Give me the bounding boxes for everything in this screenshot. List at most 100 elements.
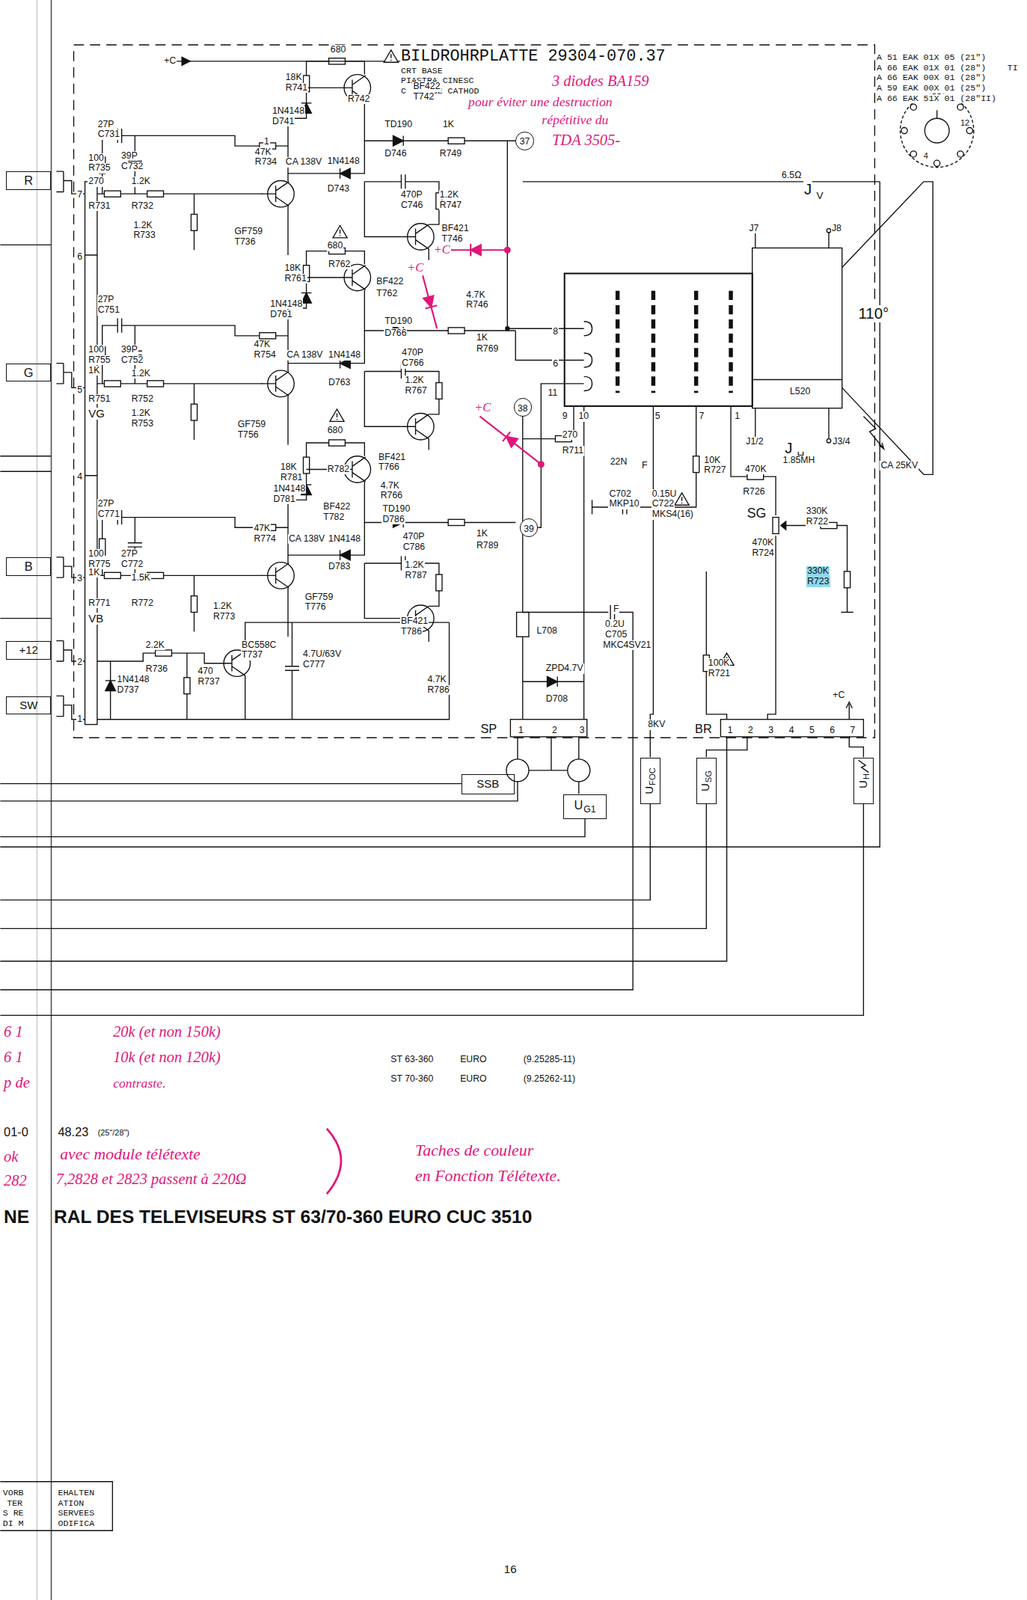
connector-box: SW xyxy=(5,696,51,716)
circle-symbol xyxy=(567,759,591,782)
component-label: T742 xyxy=(412,92,435,103)
component-label: D737 xyxy=(116,685,140,696)
component-label: BC558C xyxy=(240,640,277,651)
component-label: CA 138V xyxy=(287,534,326,545)
component-label: R762 xyxy=(327,259,351,271)
component-label: C772 xyxy=(120,559,144,570)
component-label: C751 xyxy=(97,305,121,316)
node-subscript: FOC xyxy=(647,767,657,786)
component-label: 7 xyxy=(76,189,84,201)
component-label: 680 xyxy=(326,240,344,252)
circle-symbol xyxy=(910,103,917,110)
component-label: ST 63-360 xyxy=(389,1054,434,1066)
handwritten-note: 7,2828 et 2823 passent à 220Ω xyxy=(55,1170,248,1188)
component-symbol xyxy=(184,677,190,695)
handwritten-note: pour éviter une destruction xyxy=(467,94,614,110)
circle-symbol xyxy=(506,759,529,782)
circle-symbol xyxy=(505,326,510,331)
component-label: (9.25285-11) xyxy=(522,1054,576,1066)
handwritten-note: 6 1 xyxy=(2,1048,24,1066)
component-label: TD190 xyxy=(383,119,413,131)
node-label: U xyxy=(855,780,869,789)
component-label: 6.5Ω xyxy=(780,170,802,182)
node-label: +12 xyxy=(18,643,38,656)
outline-shape xyxy=(74,44,876,738)
node-label: R xyxy=(23,173,33,187)
component-label: MKC4SV21 xyxy=(602,640,652,651)
component-label: R741 xyxy=(284,83,309,94)
print-text: VORB xyxy=(2,1488,25,1499)
component-symbol xyxy=(843,571,850,588)
circle-symbol xyxy=(826,228,831,233)
print-text: A 66 EAK 01X 01 (28") xyxy=(875,63,987,74)
component-label: 2.2K xyxy=(145,640,166,651)
handwritten-note: 6 1 xyxy=(2,1023,24,1041)
component-label: 470P xyxy=(402,531,426,543)
component-label: GF759 xyxy=(237,419,268,431)
component-label: 1K xyxy=(87,567,101,579)
wire-line xyxy=(0,736,727,962)
node-text-group: UH xyxy=(856,773,871,789)
component-label: 1.2K xyxy=(130,176,152,187)
component-label: 1.2K xyxy=(403,375,425,386)
component-label: 47K xyxy=(252,523,271,535)
component-label: D781 xyxy=(272,494,296,505)
wire-line xyxy=(522,439,523,720)
component-label: 6 xyxy=(76,252,84,263)
component-label: CA 138V xyxy=(284,157,323,168)
component-label: 4 xyxy=(788,725,796,737)
wire-line xyxy=(50,0,53,1600)
circle-symbol xyxy=(504,247,511,253)
component-label: 7 xyxy=(698,411,706,422)
component-label: 22N xyxy=(609,457,629,468)
component-label: (25"/28") xyxy=(97,1127,131,1137)
component-label: +C xyxy=(831,690,846,701)
component-label: C702 xyxy=(608,489,632,500)
component-label: 1 xyxy=(733,411,741,422)
component-label: R753 xyxy=(130,418,155,430)
component-label: D783 xyxy=(327,561,351,573)
wire-line xyxy=(592,406,697,515)
component-label: 27P xyxy=(97,498,116,510)
outline-shape xyxy=(720,719,864,737)
wire-line xyxy=(576,321,592,392)
component-label: 39P xyxy=(120,151,139,162)
wire-line xyxy=(936,109,938,119)
component-label: R771 xyxy=(87,598,111,609)
component-symbol xyxy=(693,456,700,473)
component-label: 100K xyxy=(707,658,731,669)
component-symbol xyxy=(383,50,398,63)
circle-symbol xyxy=(934,160,941,167)
component-label: 1N4148 xyxy=(326,156,361,167)
component-label: R747 xyxy=(439,200,463,211)
component-label: 27P xyxy=(97,294,116,306)
component-label: 39P xyxy=(120,344,139,356)
node-text-group: R xyxy=(23,174,33,187)
component-label: F xyxy=(641,460,649,472)
component-label: 27P xyxy=(97,119,116,131)
print-text: SERVEES xyxy=(56,1508,95,1519)
component-label: R751 xyxy=(87,394,111,405)
component-label: R774 xyxy=(252,534,277,545)
component-label: 1.5K xyxy=(130,572,152,584)
component-label: 5 xyxy=(808,725,816,737)
component-label: C731 xyxy=(97,129,121,140)
component-label: 470K xyxy=(751,537,775,549)
component-label: C777 xyxy=(302,659,326,671)
component-label: J8 xyxy=(831,223,843,235)
component-label: F xyxy=(612,604,621,615)
component-label: 10K xyxy=(703,455,722,467)
wire-line xyxy=(479,416,541,465)
component-symbol xyxy=(97,439,516,642)
handwritten-note: en Fonction Télétexte. xyxy=(414,1166,562,1185)
component-label: 4.7K xyxy=(465,290,486,301)
print-text: A 51 EAK 01X 05 (21") xyxy=(875,53,987,63)
component-label: BF421 xyxy=(400,616,429,627)
circle-symbol xyxy=(900,94,974,168)
component-label: 10 xyxy=(577,411,590,422)
component-label: J xyxy=(803,181,813,199)
component-label: L708 xyxy=(536,626,559,637)
component-label: V xyxy=(815,189,824,202)
outline-shape xyxy=(516,611,529,637)
